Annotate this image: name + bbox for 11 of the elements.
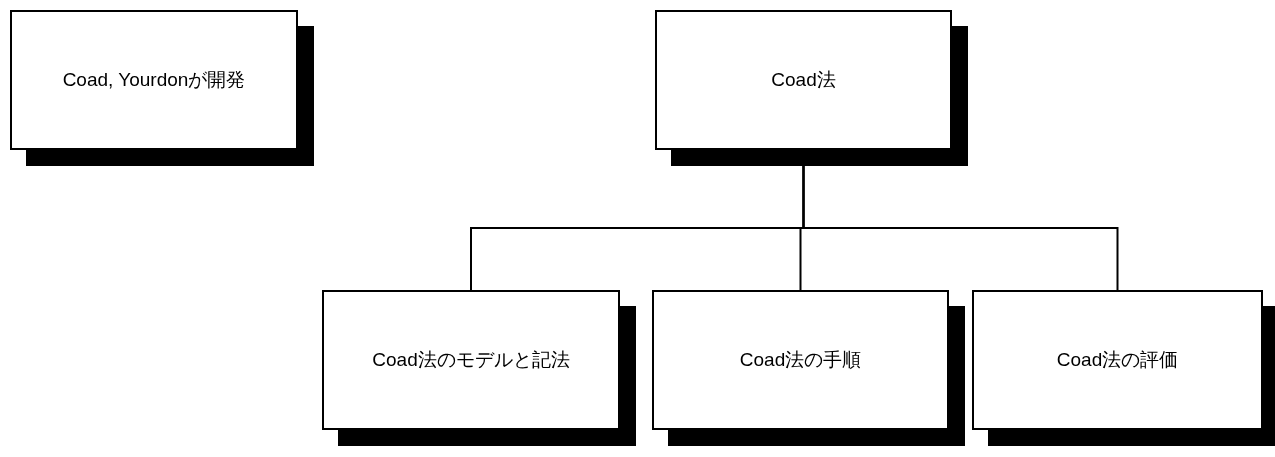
box-label: Coad法の手順 [739,348,862,372]
shadowed-box [655,10,968,166]
box-label: Coad, Yourdonが開発 [62,68,246,92]
box-label: Coad法のモデルと記法 [372,348,570,372]
box-label: Coad法の評価 [1056,348,1179,372]
shadowed-box [972,290,1275,446]
connector-line [802,165,1119,291]
shadowed-box [652,290,965,446]
shadowed-box [10,10,314,166]
box-label: Coad法 [771,68,836,92]
shadowed-box [322,290,636,446]
